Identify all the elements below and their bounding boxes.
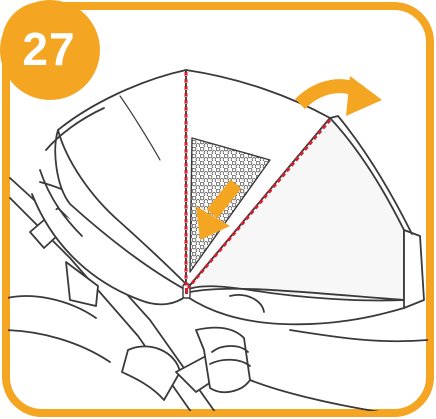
curved-arrow-right-icon (295, 76, 382, 116)
step-badge-circle (0, 0, 100, 100)
canopy-left (39, 69, 187, 291)
zipper-seams (184, 72, 332, 289)
canopy-top (185, 69, 425, 309)
down-left-arrow-icon (196, 179, 242, 240)
mesh-panel (189, 137, 271, 273)
step-badge: 27 (0, 0, 104, 104)
step-number: 27 (22, 23, 76, 75)
